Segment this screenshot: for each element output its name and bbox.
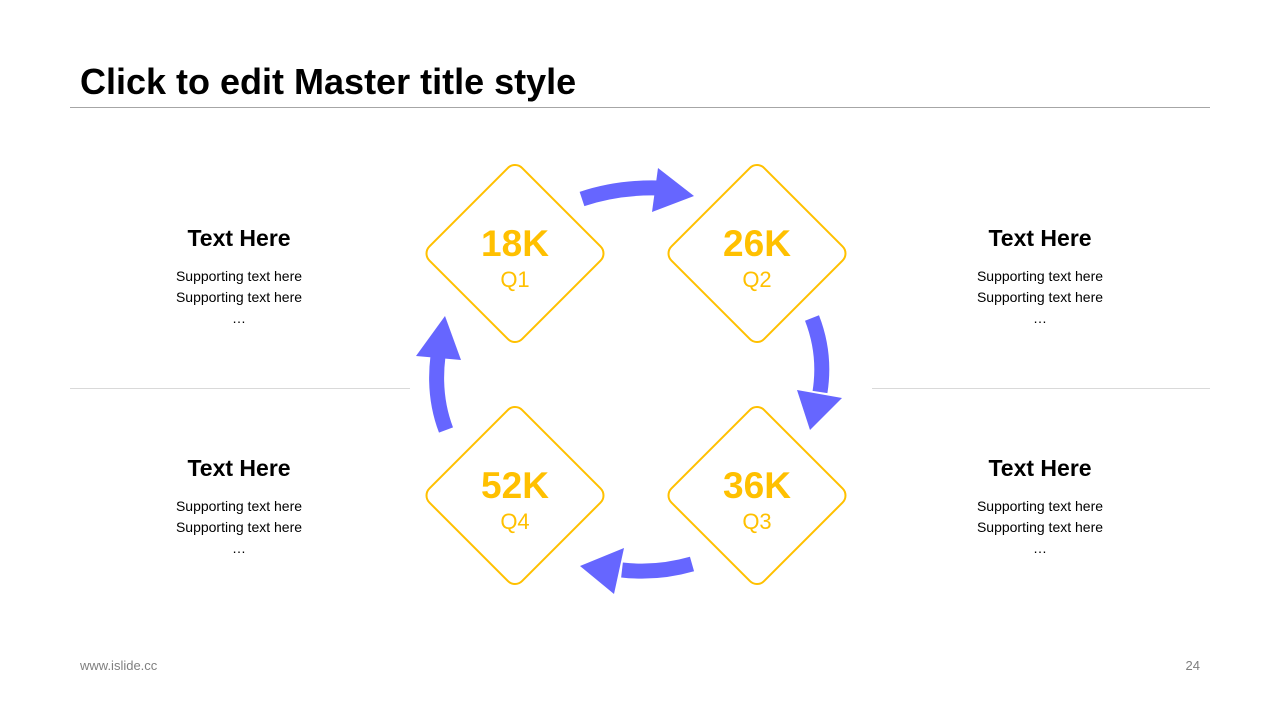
text-block-top-left: Text Here Supporting text here Supportin… bbox=[119, 224, 359, 329]
block-heading: Text Here bbox=[988, 455, 1092, 481]
quarter-diamond-q2: 26K Q2 bbox=[667, 164, 847, 343]
arrow-shaft bbox=[579, 180, 659, 207]
supporting-line: … bbox=[1033, 310, 1047, 326]
diamond-outline bbox=[667, 164, 847, 343]
supporting-line: Supporting text here bbox=[175, 498, 303, 514]
block-heading: Text Here bbox=[187, 225, 291, 251]
supporting-line: Supporting text here bbox=[976, 498, 1104, 514]
arrow-head bbox=[416, 316, 461, 360]
footer-url: www.islide.cc bbox=[80, 658, 158, 673]
diamond-outline bbox=[667, 406, 847, 585]
cycle-arrow-q4-q1 bbox=[416, 316, 461, 433]
quarter-diamond-q1: 18K Q1 bbox=[425, 164, 605, 343]
quarter-label: Q3 bbox=[742, 509, 771, 534]
quarter-diamond-q3: 36K Q3 bbox=[667, 406, 847, 585]
cycle-arrow-q3-q4 bbox=[580, 548, 695, 594]
right-divider bbox=[872, 388, 1210, 389]
block-supporting-text: Supporting text here Supporting text her… bbox=[119, 496, 359, 559]
cycle-arrow-q2-q3 bbox=[797, 315, 842, 430]
arrow-head bbox=[580, 548, 624, 594]
arrow-head bbox=[797, 390, 842, 430]
block-supporting-text: Supporting text here Supporting text her… bbox=[119, 266, 359, 329]
arrow-shaft bbox=[621, 556, 695, 579]
quarter-diamond-q4: 52K Q4 bbox=[425, 406, 605, 585]
cycle-arrow-q1-q2 bbox=[579, 168, 694, 212]
quarter-value: 52K bbox=[481, 465, 549, 506]
page-number: 24 bbox=[1185, 658, 1200, 673]
text-block-bottom-right: Text Here Supporting text here Supportin… bbox=[920, 454, 1160, 559]
supporting-line: … bbox=[232, 540, 246, 556]
quarter-label: Q2 bbox=[742, 267, 771, 292]
quarter-label: Q1 bbox=[500, 267, 529, 292]
text-block-bottom-left: Text Here Supporting text here Supportin… bbox=[119, 454, 359, 559]
block-heading: Text Here bbox=[988, 225, 1092, 251]
quarter-value: 36K bbox=[723, 465, 791, 506]
supporting-line: Supporting text here bbox=[175, 289, 303, 305]
supporting-line: Supporting text here bbox=[175, 519, 303, 535]
quarter-value: 18K bbox=[481, 223, 549, 264]
diamond-outline bbox=[425, 164, 605, 343]
arrow-head bbox=[652, 168, 694, 212]
supporting-line: Supporting text here bbox=[175, 268, 303, 284]
supporting-line: … bbox=[1033, 540, 1047, 556]
block-heading: Text Here bbox=[187, 455, 291, 481]
diamond-outline bbox=[425, 406, 605, 585]
text-block-top-right: Text Here Supporting text here Supportin… bbox=[920, 224, 1160, 329]
quarter-value: 26K bbox=[723, 223, 791, 264]
block-supporting-text: Supporting text here Supporting text her… bbox=[920, 266, 1160, 329]
supporting-line: … bbox=[232, 310, 246, 326]
left-divider bbox=[70, 388, 410, 389]
slide-title: Click to edit Master title style bbox=[80, 61, 577, 102]
supporting-line: Supporting text here bbox=[976, 519, 1104, 535]
title-divider bbox=[70, 107, 1210, 108]
quarter-label: Q4 bbox=[500, 509, 529, 534]
supporting-line: Supporting text here bbox=[976, 289, 1104, 305]
block-supporting-text: Supporting text here Supporting text her… bbox=[920, 496, 1160, 559]
supporting-line: Supporting text here bbox=[976, 268, 1104, 284]
arrow-shaft bbox=[429, 355, 454, 433]
arrow-shaft bbox=[804, 315, 830, 394]
